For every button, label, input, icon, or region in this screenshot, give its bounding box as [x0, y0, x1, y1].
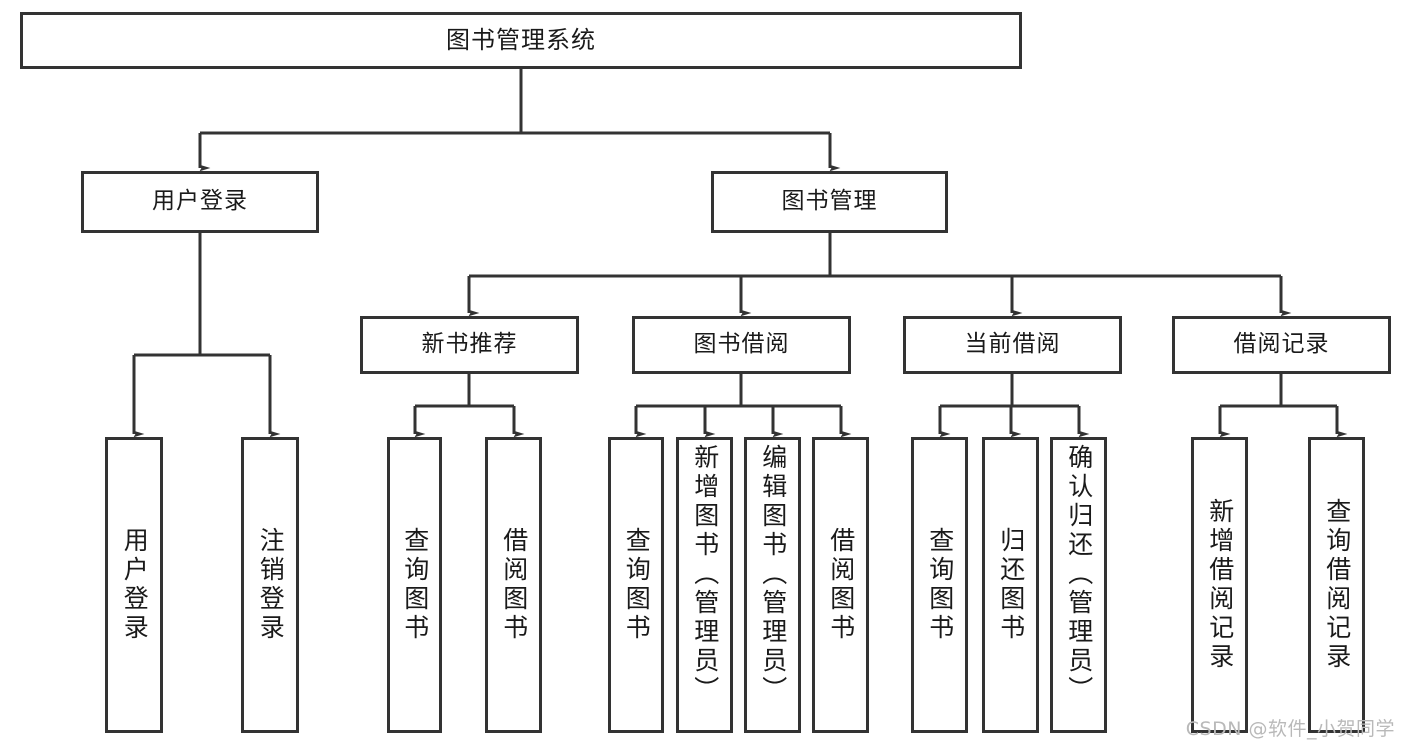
node-current-borrow[interactable]: 当前借阅	[903, 316, 1122, 374]
node-leaf-query-book-2-label: 查询图书	[622, 527, 652, 643]
node-book-borrow[interactable]: 图书借阅	[632, 316, 851, 374]
node-borrow-record[interactable]: 借阅记录	[1172, 316, 1391, 374]
leaf-text-wrap: 编辑图书（管理员）	[747, 440, 798, 730]
node-leaf-user-login[interactable]: 用户登录	[105, 437, 163, 733]
node-leaf-query-book-3-label: 查询图书	[925, 527, 955, 643]
node-leaf-user-login-label: 用户登录	[120, 527, 150, 643]
node-root-label: 图书管理系统	[446, 26, 596, 55]
node-leaf-logout[interactable]: 注销登录	[241, 437, 299, 733]
node-leaf-query-book-1[interactable]: 查询图书	[387, 437, 442, 733]
leaf-text-wrap: 借阅图书	[815, 440, 866, 730]
node-leaf-logout-label: 注销登录	[256, 527, 286, 643]
node-leaf-confirm-return-label: 确认归还（管理员）	[1064, 444, 1094, 705]
leaf-text-wrap: 用户登录	[108, 440, 160, 730]
node-user-login[interactable]: 用户登录	[81, 171, 319, 233]
node-leaf-add-book-label: 新增图书（管理员）	[690, 444, 720, 705]
node-leaf-edit-book-label: 编辑图书（管理员）	[758, 444, 788, 705]
node-new-book-recommend-label: 新书推荐	[421, 331, 518, 358]
leaf-text-wrap: 查询图书	[914, 440, 965, 730]
node-leaf-query-book-1-label: 查询图书	[400, 527, 430, 643]
csdn-watermark: CSDN @软件_小贺同学	[1185, 718, 1395, 740]
node-leaf-query-book-2[interactable]: 查询图书	[608, 437, 664, 733]
node-leaf-return-book[interactable]: 归还图书	[982, 437, 1039, 733]
leaf-text-wrap: 查询图书	[611, 440, 661, 730]
node-user-login-label: 用户登录	[152, 188, 248, 215]
node-leaf-add-book[interactable]: 新增图书（管理员）	[676, 437, 733, 733]
leaf-text-wrap: 注销登录	[244, 440, 296, 730]
leaf-text-wrap: 借阅图书	[488, 440, 539, 730]
node-leaf-borrow-book-2[interactable]: 借阅图书	[812, 437, 869, 733]
leaf-text-wrap: 新增图书（管理员）	[679, 440, 730, 730]
node-leaf-query-record-label: 查询借阅记录	[1322, 498, 1352, 672]
node-leaf-return-book-label: 归还图书	[996, 527, 1026, 643]
node-borrow-record-label: 借阅记录	[1233, 331, 1330, 358]
leaf-text-wrap: 确认归还（管理员）	[1053, 440, 1104, 730]
connectors	[132, 69, 1348, 438]
node-new-book-recommend[interactable]: 新书推荐	[360, 316, 579, 374]
node-leaf-query-book-3[interactable]: 查询图书	[911, 437, 968, 733]
leaf-text-wrap: 查询借阅记录	[1311, 440, 1362, 730]
node-leaf-borrow-book-1[interactable]: 借阅图书	[485, 437, 542, 733]
node-leaf-borrow-book-2-label: 借阅图书	[826, 527, 856, 643]
leaf-text-wrap: 查询图书	[390, 440, 439, 730]
node-current-borrow-label: 当前借阅	[964, 331, 1061, 358]
node-book-borrow-label: 图书借阅	[693, 331, 790, 358]
node-leaf-edit-book[interactable]: 编辑图书（管理员）	[744, 437, 801, 733]
node-leaf-add-record-label: 新增借阅记录	[1205, 498, 1235, 672]
node-book-manage[interactable]: 图书管理	[711, 171, 948, 233]
node-book-manage-label: 图书管理	[781, 188, 878, 215]
node-leaf-add-record[interactable]: 新增借阅记录	[1191, 437, 1248, 733]
node-leaf-borrow-book-1-label: 借阅图书	[499, 527, 529, 643]
leaf-text-wrap: 新增借阅记录	[1194, 440, 1245, 730]
node-leaf-confirm-return[interactable]: 确认归还（管理员）	[1050, 437, 1107, 733]
leaf-text-wrap: 归还图书	[985, 440, 1036, 730]
node-root[interactable]: 图书管理系统	[20, 12, 1022, 69]
node-leaf-query-record[interactable]: 查询借阅记录	[1308, 437, 1365, 733]
